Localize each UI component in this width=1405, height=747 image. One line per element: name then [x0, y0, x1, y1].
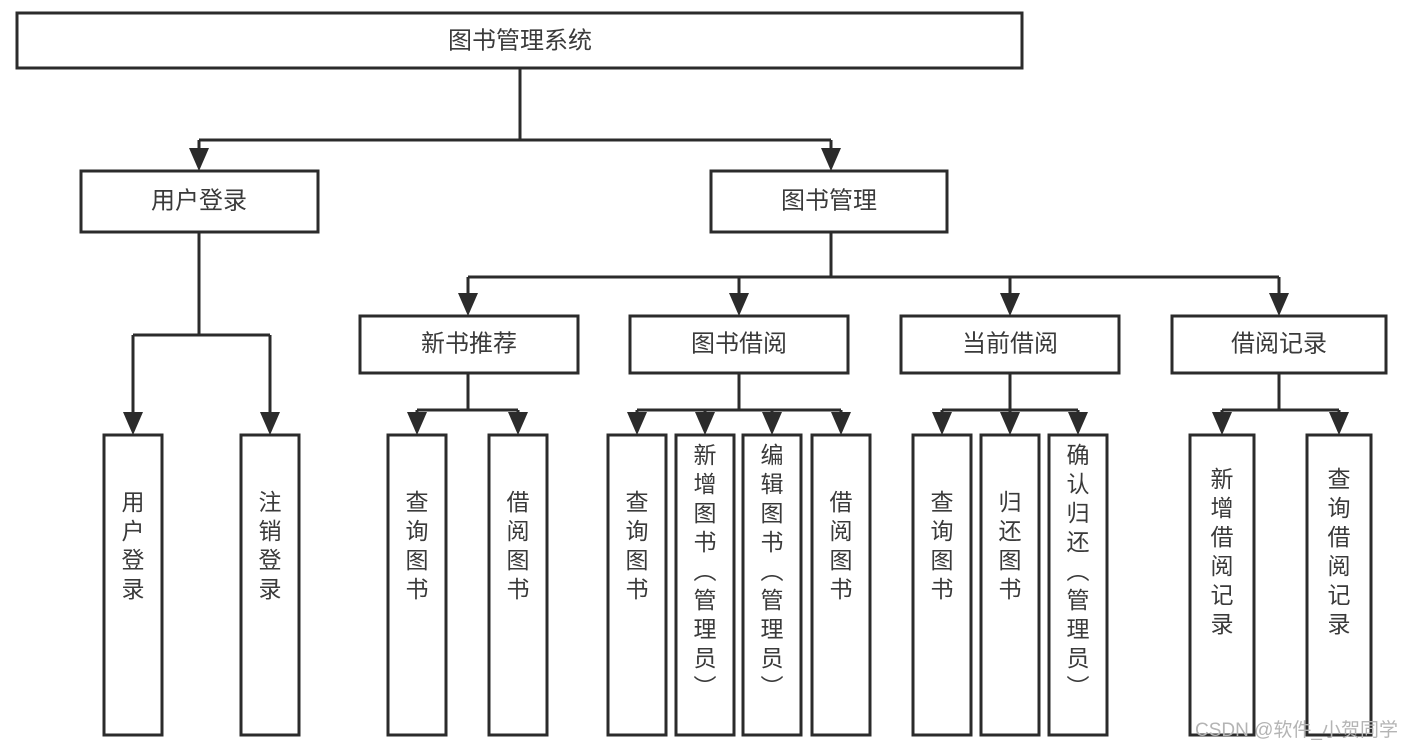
node-root-label: 图书管理系统: [448, 27, 592, 54]
arrow-bm-to-borrow-record-icon: [1269, 293, 1289, 316]
arrow-new-book-leaf1-icon: [407, 412, 427, 435]
node-book-borrow[interactable]: 图书借阅: [628, 314, 850, 375]
leaf-query-book-2-box[interactable]: [606, 433, 668, 737]
node-borrow-record[interactable]: 借阅记录: [1170, 314, 1388, 375]
leaf-query-record-box[interactable]: [1305, 433, 1373, 737]
leaf-query-book-1-label: 查询图书: [406, 489, 429, 602]
connectors-book-management-to-level2: [458, 232, 1289, 316]
node-root[interactable]: 图书管理系统: [15, 11, 1024, 70]
leaf-query-book-3-label: 查询图书: [931, 489, 954, 602]
leaf-query-record[interactable]: 查询借阅记录: [1305, 433, 1373, 737]
arrow-user-login-leaf1-icon: [123, 412, 143, 435]
arrow-current-borrow-leaf2-icon: [1000, 412, 1020, 435]
arrow-borrow-record-leaf1-icon: [1212, 412, 1232, 435]
connectors-borrow-record-to-leaves: [1212, 373, 1349, 435]
node-book-management-label: 图书管理: [781, 187, 877, 214]
leaf-query-record-label: 查询借阅记录: [1328, 466, 1351, 637]
node-user-login[interactable]: 用户登录: [79, 169, 320, 234]
leaf-borrow-book-1-box[interactable]: [487, 433, 549, 737]
leaf-query-book-2-label: 查询图书: [626, 489, 649, 602]
node-borrow-record-label: 借阅记录: [1231, 330, 1327, 357]
leaf-add-book-label: 新增图书︵管理员︶: [694, 442, 717, 700]
leaf-add-book-box[interactable]: [674, 433, 736, 737]
connectors-new-book-to-leaves: [407, 373, 528, 435]
leaf-user-login-box[interactable]: [102, 433, 164, 737]
leaf-return-book-label: 归还图书: [999, 489, 1022, 602]
arrow-root-to-book-management-icon: [821, 148, 841, 171]
arrow-new-book-leaf2-icon: [508, 412, 528, 435]
node-user-login-label: 用户登录: [151, 187, 247, 214]
arrow-book-borrow-leaf2-icon: [695, 412, 715, 435]
arrow-current-borrow-leaf1-icon: [932, 412, 952, 435]
node-current-borrow[interactable]: 当前借阅: [899, 314, 1121, 375]
node-book-borrow-box[interactable]: [628, 314, 850, 375]
node-book-management-box[interactable]: [709, 169, 949, 234]
node-book-borrow-label: 图书借阅: [691, 330, 787, 357]
leaf-borrow-book-2-box[interactable]: [810, 433, 872, 737]
node-new-book-recommend[interactable]: 新书推荐: [358, 314, 580, 375]
arrow-borrow-record-leaf2-icon: [1329, 412, 1349, 435]
arrow-book-borrow-leaf4-icon: [831, 412, 851, 435]
arrow-bm-to-current-borrow-icon: [1000, 293, 1020, 316]
leaf-logout-login-label: 注销登录: [259, 489, 282, 602]
leaf-confirm-return-box[interactable]: [1047, 433, 1109, 737]
leaf-borrow-book-2[interactable]: 借阅图书: [810, 433, 872, 737]
leaf-borrow-book-2-label: 借阅图书: [830, 489, 853, 602]
leaf-edit-book-box[interactable]: [741, 433, 803, 737]
arrow-bm-to-new-book-icon: [458, 293, 478, 316]
leaf-return-book[interactable]: 归还图书: [979, 433, 1041, 737]
leaf-add-record[interactable]: 新增借阅记录: [1188, 433, 1256, 737]
leaf-logout-login-box[interactable]: [239, 433, 301, 737]
node-book-management[interactable]: 图书管理: [709, 169, 949, 234]
node-current-borrow-box[interactable]: [899, 314, 1121, 375]
leaf-return-book-box[interactable]: [979, 433, 1041, 737]
connectors-book-borrow-to-leaves: [627, 373, 851, 435]
arrow-root-to-user-login-icon: [189, 148, 209, 171]
leaf-edit-book[interactable]: 编辑图书︵管理员︶: [741, 433, 803, 737]
leaf-query-book-1-box[interactable]: [386, 433, 448, 737]
leaf-confirm-return[interactable]: 确认归还︵管理员︶: [1047, 433, 1109, 737]
connectors-user-login-to-leaves: [123, 232, 280, 435]
connectors-root-to-level1: [189, 68, 841, 171]
node-current-borrow-label: 当前借阅: [962, 330, 1058, 357]
leaf-logout-login[interactable]: 注销登录: [239, 433, 301, 737]
leaf-query-book-3[interactable]: 查询图书: [911, 433, 973, 737]
leaf-query-book-2[interactable]: 查询图书: [606, 433, 668, 737]
arrow-book-borrow-leaf3-icon: [762, 412, 782, 435]
leaf-user-login[interactable]: 用户登录: [102, 433, 164, 737]
arrow-bm-to-book-borrow-icon: [729, 293, 749, 316]
node-user-login-box[interactable]: [79, 169, 320, 234]
leaf-query-book-1[interactable]: 查询图书: [386, 433, 448, 737]
watermark-label: CSDN @软件_小贺同学: [1195, 719, 1398, 741]
node-new-book-recommend-box[interactable]: [358, 314, 580, 375]
leaf-add-record-box[interactable]: [1188, 433, 1256, 737]
leaf-query-book-3-box[interactable]: [911, 433, 973, 737]
leaf-user-login-label: 用户登录: [122, 489, 145, 602]
arrow-user-login-leaf2-icon: [260, 412, 280, 435]
node-new-book-recommend-label: 新书推荐: [421, 330, 517, 357]
arrow-current-borrow-leaf3-icon: [1068, 412, 1088, 435]
leaf-borrow-book-1[interactable]: 借阅图书: [487, 433, 549, 737]
node-borrow-record-box[interactable]: [1170, 314, 1388, 375]
leaf-confirm-return-label: 确认归还︵管理员︶: [1067, 442, 1090, 700]
leaf-edit-book-label: 编辑图书︵管理员︶: [761, 442, 784, 700]
arrow-book-borrow-leaf1-icon: [627, 412, 647, 435]
connectors-current-borrow-to-leaves: [932, 373, 1088, 435]
leaf-add-record-label: 新增借阅记录: [1211, 466, 1234, 637]
leaf-borrow-book-1-label: 借阅图书: [507, 489, 530, 602]
node-root-box[interactable]: [15, 11, 1024, 70]
leaf-add-book[interactable]: 新增图书︵管理员︶: [674, 433, 736, 737]
